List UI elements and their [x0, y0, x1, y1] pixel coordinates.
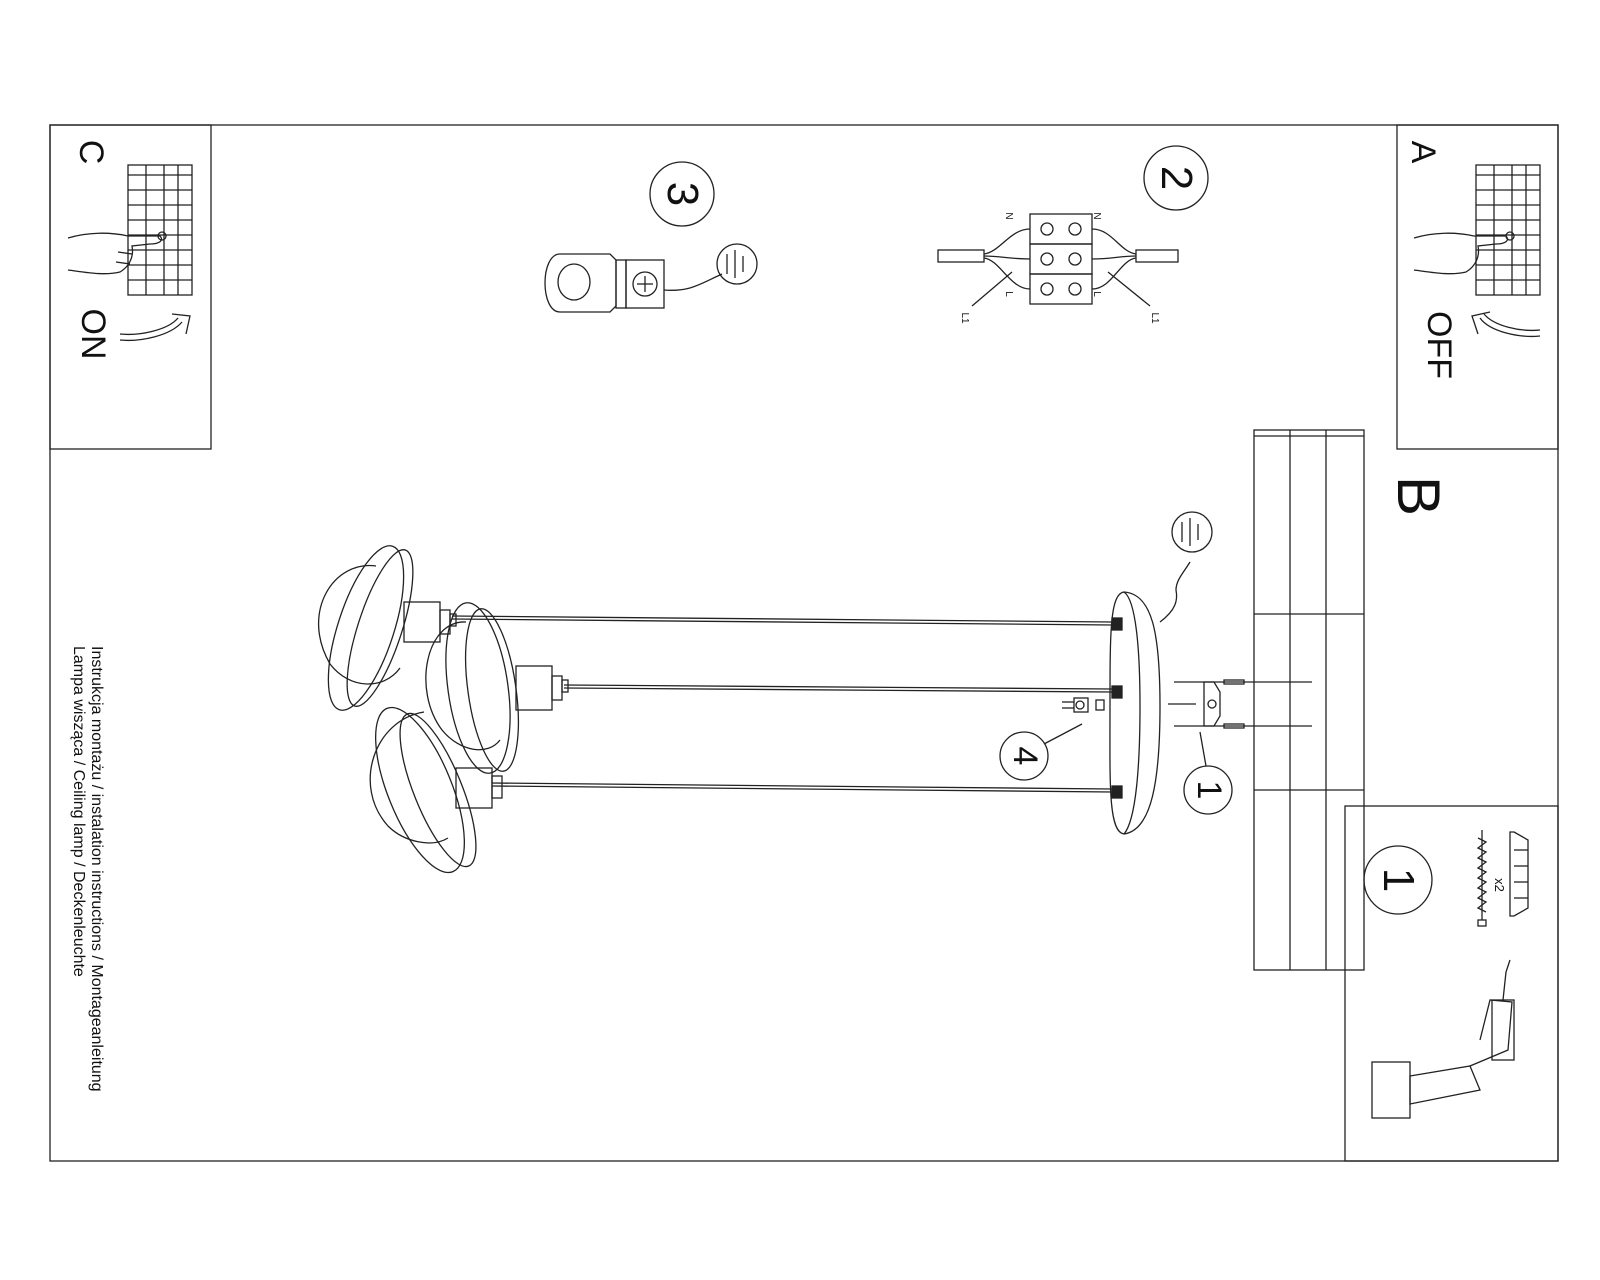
panel-a-state: OFF: [1420, 311, 1458, 379]
kit-quantity: x2: [1492, 878, 1507, 892]
wire-label-l1-right: L1: [1149, 312, 1160, 324]
step-2-label: 2: [1152, 166, 1201, 190]
panel-c: [49, 124, 212, 450]
step-1-leader: [1199, 731, 1207, 767]
panel-c-letter: C: [72, 140, 110, 165]
cable-2b: [563, 684, 1113, 690]
panel-a: [1396, 124, 1559, 450]
drill-icon: [1371, 959, 1515, 1119]
ground-symbol-icon: [1171, 511, 1213, 553]
hand-icon: [67, 232, 163, 275]
caption-line-1: Instrukcja montażu / instalation instruc…: [88, 646, 105, 1092]
wire-label-l1-left: L1: [959, 312, 970, 324]
step-1-circle: [1183, 765, 1233, 815]
panel-kit: [1344, 805, 1559, 1162]
step-3-label: 3: [658, 182, 707, 206]
wire-label-l-left: L: [1003, 291, 1014, 297]
step-3-circle: [649, 161, 715, 227]
wire-label-l-right: L: [1091, 291, 1102, 297]
caption-line-2: Lampa wisząca / Ceiling lamp / Deckenleu…: [70, 646, 87, 977]
cable-1: [451, 618, 1113, 626]
set-screw: [1062, 697, 1105, 713]
breaker-panel-icon: [127, 164, 193, 296]
page-frame: [49, 124, 1559, 1162]
wire-label-n-right: N: [1091, 212, 1102, 219]
ceiling-block: [1253, 429, 1365, 971]
cable-1b: [451, 615, 1113, 623]
canopy: [1109, 561, 1191, 835]
step-4-leader: [1043, 723, 1083, 745]
panel-b-letter: B: [1385, 476, 1452, 516]
screw-icon: [1476, 830, 1488, 927]
mounting-bracket: [1168, 679, 1312, 729]
cable-2: [563, 687, 1113, 693]
panel-a-letter: A: [1404, 141, 1442, 164]
cable-3b: [491, 782, 1113, 790]
lamp-shade-3: [369, 706, 503, 874]
wire-label-n-left: N: [1003, 212, 1014, 219]
step-2-circle: [1143, 145, 1209, 211]
terminal-block: [937, 213, 1179, 307]
step-1-label: 1: [1190, 781, 1228, 800]
arrow-icon: [119, 313, 191, 342]
ground-terminal: [544, 253, 723, 313]
step-4-circle: [999, 731, 1049, 781]
step-4-label: 4: [1006, 747, 1044, 766]
panel-c-state: ON: [74, 309, 112, 360]
hand-icon: [1413, 232, 1509, 275]
lamp-shade-2: [425, 602, 569, 774]
breaker-panel-icon: [1475, 164, 1541, 296]
cable-3: [491, 785, 1113, 793]
kit-step-label: 1: [1374, 868, 1423, 892]
ground-symbol-icon: [716, 243, 758, 285]
arrow-icon: [1471, 311, 1541, 338]
lamp-shade-1: [318, 545, 457, 711]
wall-plug-icon: [1509, 831, 1529, 917]
